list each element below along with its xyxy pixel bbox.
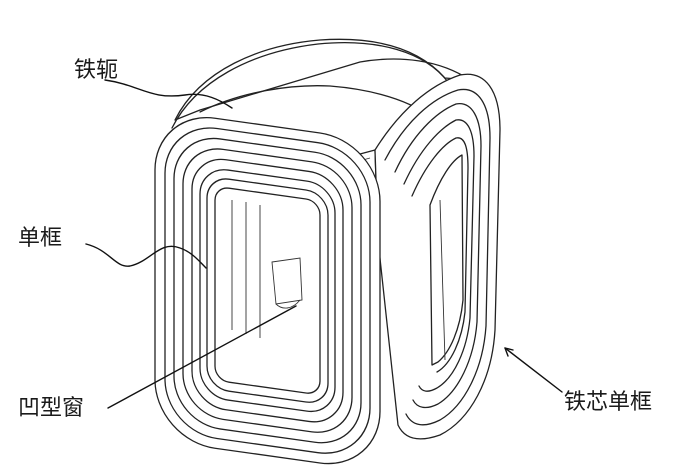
right-frame xyxy=(374,73,501,440)
label-concave-window: 凹型窗 xyxy=(18,396,85,421)
label-single-frame: 单框 xyxy=(18,226,63,251)
leader-single-frame xyxy=(85,243,207,269)
leader-core-frame xyxy=(504,347,563,393)
leader-core-frame-arrow xyxy=(504,347,514,357)
leader-lines xyxy=(85,79,563,409)
front-frame xyxy=(154,116,381,465)
leader-yoke xyxy=(104,79,233,109)
label-core-single-frame: 铁芯单框 xyxy=(564,390,653,415)
label-yoke: 铁轭 xyxy=(74,58,119,83)
leader-concave-window xyxy=(107,305,297,409)
